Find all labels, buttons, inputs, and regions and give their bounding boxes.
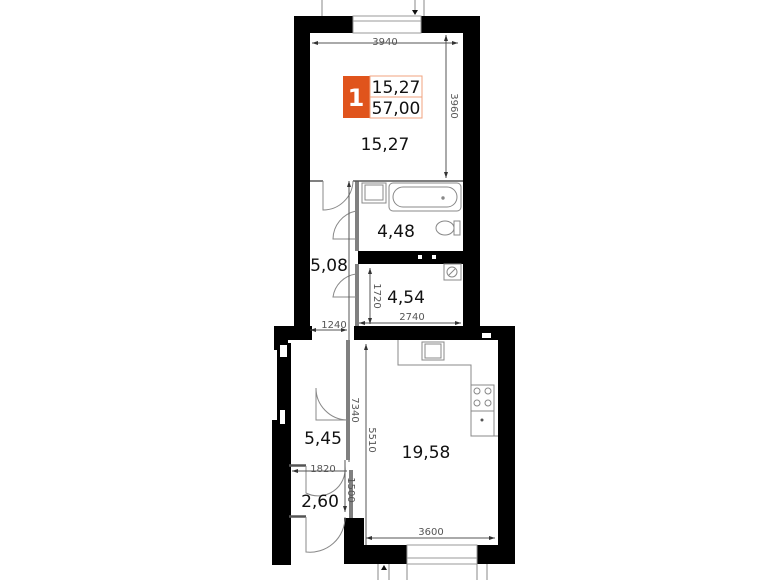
dim-living-length: 3960: [448, 93, 459, 118]
room-area-kitchen: 19,58: [402, 443, 451, 463]
toilet-icon: [435, 220, 455, 236]
oven-knob-icon: [480, 418, 484, 422]
door-corridor: [322, 180, 354, 211]
badge-rooms: 1: [348, 84, 365, 112]
sink-icon: [361, 182, 387, 204]
room-area-storage: 4,54: [387, 288, 425, 308]
dimension-lines: [292, 35, 495, 545]
kitchen-sink-icon: [421, 341, 445, 361]
dim-kitchen-width: 3600: [418, 527, 443, 538]
dim-kitchen-length: 5510: [366, 427, 377, 452]
room-area-entrance: 2,60: [301, 492, 339, 512]
apartment-badge: 1 15,27 57,00: [343, 75, 423, 119]
dim-storage-width: 2740: [399, 312, 424, 323]
hall-window-small: [280, 410, 285, 424]
arrow-icon: [381, 565, 387, 570]
badge-total-area: 57,00: [372, 99, 421, 119]
doors: [305, 180, 357, 553]
window-bottom: [406, 544, 478, 565]
shaft: [432, 255, 436, 259]
room-area-living: 15,27: [361, 135, 410, 155]
bathtub-icon: [388, 182, 462, 212]
kitchen-vent: [482, 333, 491, 338]
counter: [397, 340, 498, 437]
bottom-window-lines: [377, 564, 488, 580]
hall-window-small: [280, 345, 287, 357]
dim-corridor-width: 1240: [321, 320, 346, 331]
dim-entrance-length: 1500: [345, 477, 356, 502]
dimension-arrows: [292, 35, 495, 540]
kitchen-fixtures: [397, 340, 498, 437]
boiler-icon: [443, 263, 462, 281]
dim-living-width: 3940: [372, 37, 397, 48]
walls: [272, 16, 515, 565]
shaft: [418, 255, 422, 259]
arrow-icon: [412, 10, 418, 15]
bathroom-fixtures: [361, 182, 462, 281]
badge-living-area: 15,27: [372, 78, 421, 98]
dim-entrance-width: 1820: [310, 464, 335, 475]
top-window-lines: [321, 0, 425, 16]
dim-hall-length: 7340: [349, 397, 360, 422]
room-area-bathroom: 4,48: [377, 222, 415, 242]
room-area-corridor: 5,08: [310, 256, 348, 276]
window-top: [352, 15, 422, 34]
oven-icon: [470, 410, 495, 437]
room-area-hall: 5,45: [304, 429, 342, 449]
badge-rooms-box: [343, 76, 370, 118]
dim-storage-length: 1720: [371, 283, 382, 308]
